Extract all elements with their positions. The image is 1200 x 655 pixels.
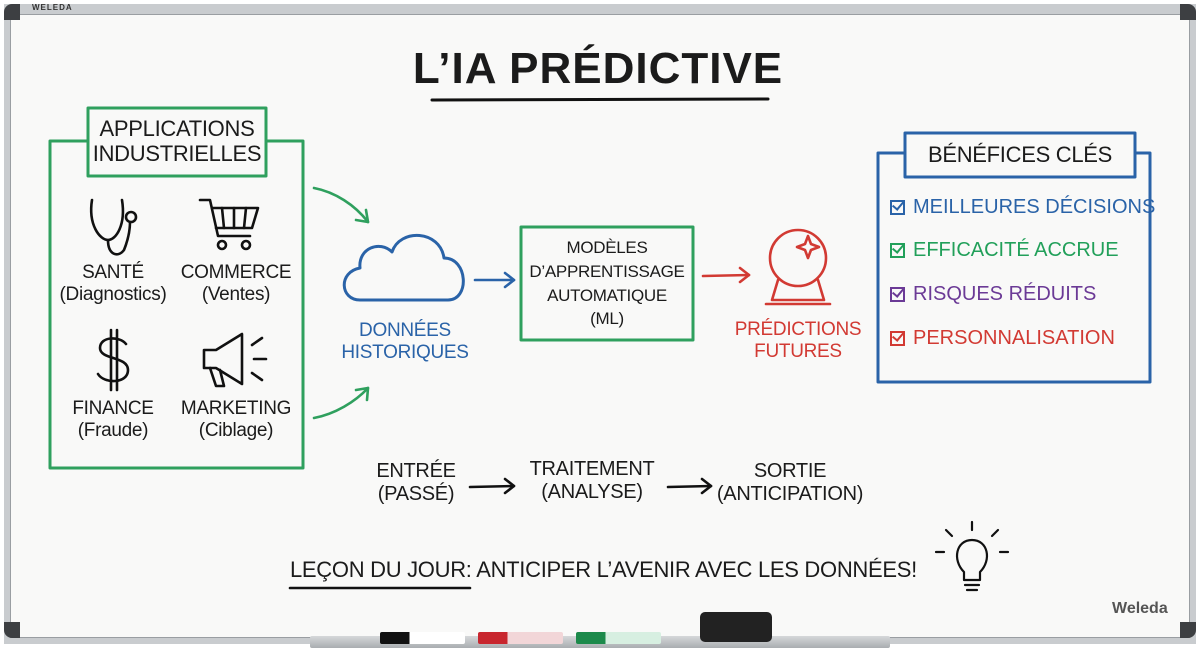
benefit-item: EFFICACITÉ ACCRUE: [890, 239, 1119, 262]
benefit-item: PERSONNALISATION: [890, 327, 1115, 350]
model-box: [519, 225, 695, 342]
checkbox-icon: [890, 243, 905, 258]
page-title: L’IA PRÉDICTIVE: [412, 44, 784, 93]
checkbox-icon: [890, 200, 905, 215]
crystal-ball-icon: [764, 228, 832, 306]
flow-step-output: SORTIE(ANTICIPATION): [716, 460, 864, 505]
red-arrow: [701, 266, 751, 284]
lesson-text: : ANTICIPER L’AVENIR AVEC LES DONNÉES!: [465, 557, 917, 582]
shopping-cart-icon: [198, 198, 260, 251]
app-item-commerce: COMMERCE(Ventes): [180, 262, 292, 305]
checkbox-icon: [890, 287, 905, 302]
brand-logo: Weleda: [1112, 600, 1168, 617]
applications-heading-box: [86, 106, 268, 178]
green-marker[interactable]: [576, 632, 661, 644]
title-underline: [430, 97, 770, 102]
frame-corner: [1180, 4, 1196, 20]
flow-step-input: ENTRÉE(PASSÉ): [376, 460, 456, 505]
app-item-marketing: MARKETING(Ciblage): [180, 398, 292, 441]
green-arrows: [312, 186, 370, 420]
benefits-heading: BÉNÉFICES CLÉS: [927, 142, 1113, 167]
brand-label: WELEDA: [32, 3, 73, 12]
lesson-of-the-day: LEÇON DU JOUR: ANTICIPER L’AVENIR AVEC L…: [290, 557, 917, 583]
frame-corner: [4, 622, 20, 638]
app-item-finance: FINANCE(Fraude): [72, 398, 154, 441]
lightbulb-icon: [934, 520, 1010, 592]
flow-step-processing: TRAITEMENT(ANALYSE): [529, 458, 655, 503]
black-marker[interactable]: [380, 632, 465, 644]
flow-arrows: [468, 477, 713, 495]
megaphone-icon: [202, 332, 268, 388]
checkbox-icon: [890, 331, 905, 346]
red-marker[interactable]: [478, 632, 563, 644]
lesson-label: LEÇON DU JOUR: [290, 557, 466, 582]
benefit-item: RISQUES RÉDUITS: [890, 283, 1096, 306]
benefit-item: MEILLEURES DÉCISIONS: [890, 196, 1155, 219]
blue-arrow: [473, 271, 516, 289]
frame-corner: [1180, 622, 1196, 638]
stethoscope-icon: [89, 198, 138, 256]
dollar-icon: [96, 328, 130, 392]
eraser[interactable]: [700, 612, 772, 642]
benefits-heading-box: [903, 131, 1137, 179]
app-item-sante: SANTÉ(Diagnostics): [59, 262, 167, 305]
frame-corner: [4, 4, 20, 20]
cloud-icon: [342, 234, 465, 302]
